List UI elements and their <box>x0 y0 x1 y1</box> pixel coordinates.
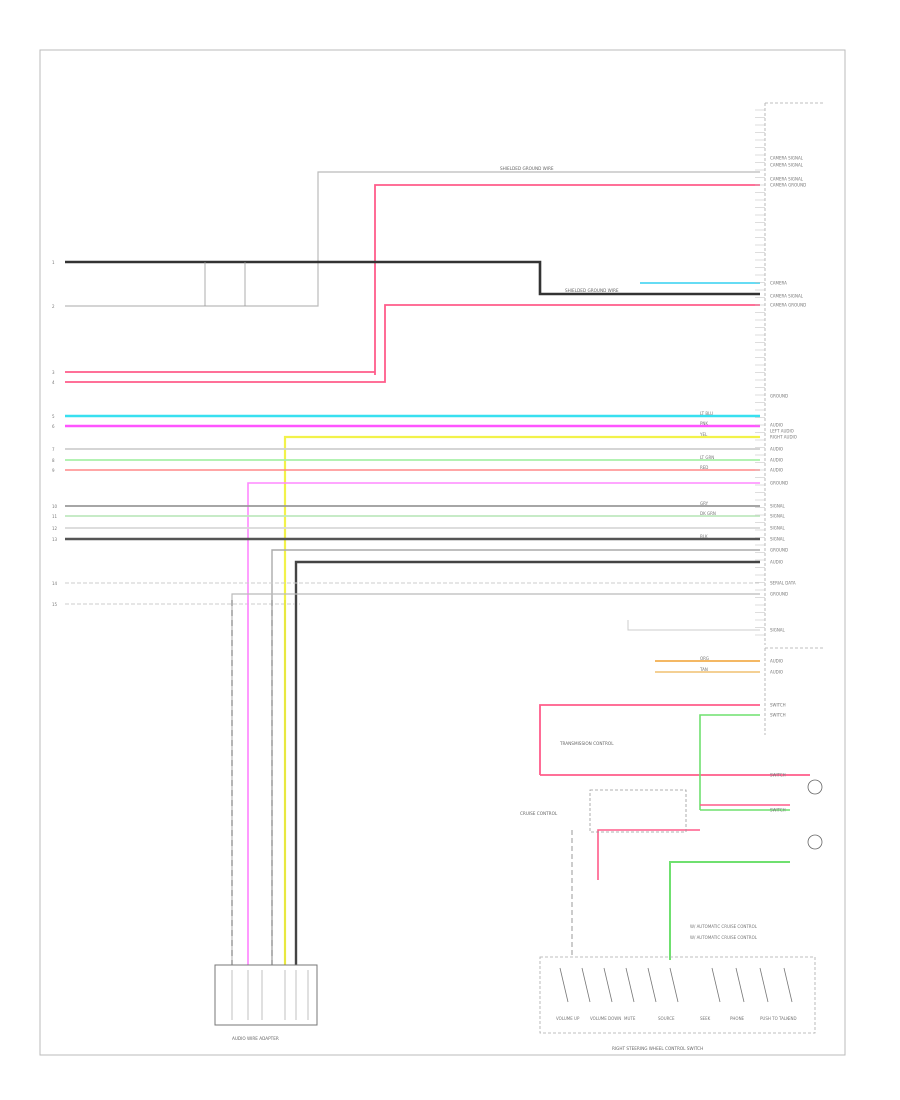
right-connector-label: CAMERA GROUND <box>770 303 806 308</box>
left-terminal-number: 9 <box>52 468 55 473</box>
right-connector-label: SERIAL DATA <box>770 581 796 586</box>
switch-label: PUSH TO TALK <box>760 1016 789 1021</box>
left-terminal-number: 8 <box>52 458 55 463</box>
adapter-pin-lines <box>231 970 309 1020</box>
switch-contacts <box>559 967 793 1003</box>
shield-wire-label: SHIELDED GROUND WIRE <box>565 288 619 293</box>
label-lt-blu: LT BLU <box>700 411 713 416</box>
right-connector-label: CAMERA SIGNAL <box>770 294 804 299</box>
right-connector-label: LEFT AUDIO <box>770 429 794 434</box>
switch-label: VOLUME DOWN <box>590 1016 621 1021</box>
wire-green-box <box>699 714 760 810</box>
switch-label: MUTE <box>624 1016 636 1021</box>
switch-label: VOLUME UP <box>556 1016 580 1021</box>
wire-gray-top <box>317 171 760 300</box>
right-connector-label: SIGNAL <box>770 514 786 519</box>
switch-circle-1 <box>807 779 823 795</box>
left-terminal-number: 10 <box>52 504 58 509</box>
left-terminal-number: 12 <box>52 526 58 531</box>
right-connector-label: SIGNAL <box>770 537 786 542</box>
wire-gray-lower <box>65 300 319 307</box>
wire-black-shield <box>65 260 760 296</box>
left-terminal-number: 6 <box>52 424 55 429</box>
switch-label: SOURCE <box>658 1016 675 1021</box>
switch-circle-2 <box>807 834 823 850</box>
right-lower-label: SWITCH <box>770 808 786 813</box>
audio-wire-adapter-box <box>214 964 318 1026</box>
label-grn: DK GRN <box>700 511 716 516</box>
top-wire-label: SHIELDED GROUND WIRE <box>500 166 554 171</box>
right-connector-label: CAMERA SIGNAL <box>770 177 804 182</box>
left-terminal-number: 13 <box>52 537 58 542</box>
adapter-label: AUDIO WIRE ADAPTER <box>232 1036 279 1041</box>
wire-gray-stub <box>627 620 760 631</box>
note-cruise: CRUISE CONTROL <box>520 811 558 816</box>
right-pin-ticks <box>755 109 765 636</box>
right-lower-label: SWITCH <box>770 713 786 718</box>
right-connector-label: SIGNAL <box>770 526 786 531</box>
right-connector-label: CAMERA SIGNAL <box>770 163 804 168</box>
right-connector-label: SIGNAL <box>770 504 786 509</box>
legend-item-2: W/ AUTOMATIC CRUISE CONTROL <box>690 935 758 940</box>
adapter-vertical-wires <box>231 600 297 965</box>
wire-pink-box <box>539 704 760 775</box>
right-connector-label: RIGHT AUDIO <box>770 435 797 440</box>
module-box <box>589 789 687 833</box>
wire-pink-vertical <box>247 482 760 1000</box>
page-frame <box>39 49 846 1056</box>
right-lower-label: AUDIO <box>770 659 783 664</box>
right-connector-label: AUDIO <box>770 458 783 463</box>
right-lower-label: SWITCH <box>770 773 786 778</box>
wire-green-b <box>669 861 790 960</box>
left-terminal-number: 4 <box>52 380 55 385</box>
right-connector-label: CAMERA SIGNAL <box>770 156 804 161</box>
right-connector-label: AUDIO <box>770 447 783 452</box>
left-terminal-number: 14 <box>52 581 58 586</box>
left-terminal-number: 5 <box>52 414 55 419</box>
label-lt-grn: LT GRN <box>700 455 714 460</box>
wire-pink-c <box>597 829 700 880</box>
left-terminal-number: 11 <box>52 514 58 519</box>
wire-pink-mid <box>65 304 760 383</box>
wire-yellow <box>283 435 760 1000</box>
right-connector-label: CAMERA <box>770 281 787 286</box>
left-terminal-number: 3 <box>52 370 55 375</box>
label-tan: TAN <box>699 667 708 672</box>
right-connector-label: AUDIO <box>770 423 783 428</box>
switch-label: PHONE <box>730 1016 745 1021</box>
right-connector-label: CAMERA GROUND <box>770 183 806 188</box>
right-connector-label: GROUND <box>770 394 788 399</box>
switch-label: END <box>788 1016 797 1021</box>
steering-switch-box <box>539 956 816 1034</box>
note-transmission: TRANSMISSION CONTROL <box>559 741 614 746</box>
left-terminal-number: 2 <box>52 304 55 309</box>
right-connector-label: GROUND <box>770 592 788 597</box>
label-pnk: PNK <box>700 421 708 426</box>
label-yel: YEL <box>699 432 708 437</box>
label-blk: BLK <box>700 534 708 539</box>
right-lower-label: SWITCH <box>770 703 786 708</box>
right-connector-label: GROUND <box>770 548 788 553</box>
switch-label: SEEK <box>700 1016 711 1021</box>
label-red: RED <box>700 465 708 470</box>
right-connector-label: SIGNAL <box>770 628 786 633</box>
wire-gray-vert-b <box>231 593 760 1000</box>
legend-item-1: W/ AUTOMATIC CRUISE CONTROL <box>690 924 758 929</box>
right-connector-label: AUDIO <box>770 468 783 473</box>
left-terminal-number: 15 <box>52 602 58 607</box>
right-lower-label: AUDIO <box>770 670 783 675</box>
label-org: ORG <box>700 656 709 661</box>
left-terminal-number: 1 <box>52 260 55 265</box>
label-gry: GRY <box>700 501 709 506</box>
right-connector-label: GROUND <box>770 481 788 486</box>
left-terminal-number: 7 <box>52 447 55 452</box>
wire-pink-upper <box>374 184 760 375</box>
steering-switch-label: RIGHT STEERING WHEEL CONTROL SWITCH <box>612 1046 703 1051</box>
right-connector-label: AUDIO <box>770 560 783 565</box>
